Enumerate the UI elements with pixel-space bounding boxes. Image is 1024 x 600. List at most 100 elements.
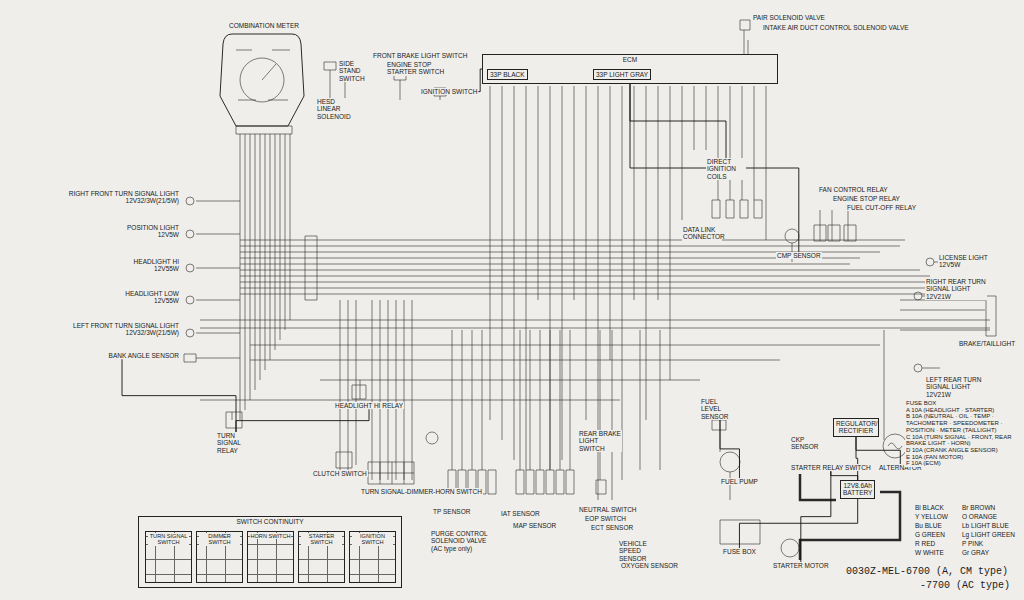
light-label: POSITION LIGHT12V5W	[64, 224, 180, 239]
connector-label: DATA LINK CONNECTOR	[682, 226, 722, 241]
motor-label: STARTER MOTOR	[772, 562, 830, 569]
component-text: 12V5W	[65, 231, 179, 238]
component-text: FAN CONTROL RELAY	[819, 186, 888, 193]
component-text: STARTER MOTOR	[773, 562, 829, 569]
valve-label: PAIR SOLENOID VALVE	[752, 14, 826, 21]
light-label: RIGHT REAR TURN SIGNAL LIGHT12V21W	[925, 278, 987, 300]
wire-connector	[856, 437, 858, 480]
component-text: POSITION LIGHT	[65, 224, 179, 231]
component-text: STARTER SWITCH	[301, 533, 342, 546]
component-text: CMP SENSOR	[777, 252, 821, 259]
component-text: IAT SENSOR	[501, 510, 540, 517]
component-text: HORN SWITCH	[250, 533, 291, 539]
component-text: IGNITION SWITCH	[421, 88, 477, 95]
relay-label: FUEL CUT-OFF RELAY	[846, 204, 917, 211]
fuse-legend: FUSE BOXA 10A (HEADLIGHT · STARTER)B 10A…	[905, 400, 1018, 467]
meter-connector	[236, 126, 317, 300]
component-text: HEADLIGHT HI RELAY	[335, 402, 403, 409]
component-text: HEADLIGHT HI	[65, 258, 179, 265]
switch-label: FRONT BRAKE LIGHT SWITCH	[372, 52, 468, 59]
component-text: BANK ANGLE SENSOR	[65, 352, 179, 359]
switch-label: REAR BRAKE LIGHT SWITCH	[578, 430, 622, 452]
meter-label: COMBINATION METER	[228, 22, 300, 29]
part-number: -7700 (AC type)	[920, 580, 1010, 591]
relay-label: ENGINE STOP RELAY	[832, 195, 901, 202]
component-text: DATA LINK CONNECTOR	[683, 226, 721, 241]
component-text: BATTERY	[843, 489, 872, 496]
color-code: Y YELLOW	[915, 513, 948, 520]
component-text: DIRECT IGNITION COILS	[707, 158, 745, 180]
component-text: DIMMER SWITCH	[199, 533, 240, 546]
sensor-label: IAT SENSOR	[500, 510, 541, 517]
component-text: F 10A (ECM)	[906, 460, 1017, 467]
light-label: RIGHT FRONT TURN SIGNAL LIGHT12V32/3W(21…	[64, 190, 180, 205]
fuse-label: FUSE BOX	[722, 548, 757, 555]
component-text: MAP SENSOR	[513, 522, 556, 529]
component-text: 12V32/3W(21/5W)	[65, 329, 179, 336]
component-text: CLUTCH SWITCH	[313, 470, 367, 477]
component-text: TURN SIGNAL SWITCH	[148, 533, 189, 546]
component-text: RIGHT REAR TURN SIGNAL LIGHT	[926, 278, 986, 293]
light-label: HEADLIGHT HI12V55W	[64, 258, 180, 273]
valve-label: PURGE CONTROL SOLENOID VALVE (AC type on…	[430, 530, 500, 552]
part-number: 0030Z-MEL-6700 (A, CM type)	[846, 566, 1008, 577]
wire-connector	[856, 437, 900, 464]
component-text: C 10A (TURN SIGNAL · FRONT, REAR BRAKE L…	[906, 434, 1017, 447]
wire-connector	[720, 420, 739, 478]
color-code: G GREEN	[915, 531, 945, 538]
color-code: O ORANGE	[962, 513, 997, 520]
component-text: HEADLIGHT LOW	[65, 290, 179, 297]
battery-box: 12V8.6AhBATTERY	[840, 480, 875, 499]
color-code: Bu BLUE	[915, 522, 942, 529]
component-text: HESD LINEAR SOLENOID	[317, 98, 353, 120]
component-text: SWITCH CONTINUITY	[141, 518, 399, 525]
component-text: OXYGEN SENSOR	[621, 562, 678, 569]
color-code: Lg LIGHT GREEN	[962, 531, 1015, 538]
component-text: ENGINE STOP RELAY	[833, 195, 900, 202]
component-text: REAR BRAKE LIGHT SWITCH	[579, 430, 621, 452]
component-text: 33P BLACK	[490, 71, 525, 78]
wire-connector	[122, 359, 236, 432]
switch-label: IGNITION SWITCH	[420, 88, 478, 95]
switch-label: TURN SIGNAL-DIMMER-HORN SWITCH	[360, 488, 483, 495]
switch-label: EOP SWITCH	[584, 515, 627, 522]
component-text: FUEL PUMP	[721, 478, 758, 485]
wire-connector	[801, 471, 831, 562]
switch-label: NEUTRAL SWITCH	[578, 506, 638, 513]
light-label: LEFT FRONT TURN SIGNAL LIGHT12V32/3W(21/…	[64, 322, 180, 337]
color-code: W WHITE	[915, 549, 944, 556]
component-text: STARTER RELAY SWITCH	[791, 464, 871, 471]
component-text: NEUTRAL SWITCH	[579, 506, 637, 513]
component-text: B 10A (NEUTRAL · OIL · TEMP · TACHOMETER…	[906, 413, 1017, 433]
switch-table: DIMMER SWITCH	[196, 531, 243, 583]
valve-label: INTAKE AIR DUCT CONTROL SOLENOID VALVE	[762, 24, 910, 31]
component-text: 12V55W	[65, 297, 179, 304]
harness-wires	[196, 30, 990, 500]
meter-outline	[220, 34, 304, 126]
component-text: E 10A (FAN MOTOR)	[906, 454, 1017, 461]
color-code: P PINK	[962, 540, 983, 547]
wiring-group	[184, 20, 996, 560]
ecm-box: ECM33P BLACK33P LIGHT GRAY	[482, 54, 778, 84]
component-text: 12V8.6Ah	[843, 482, 872, 489]
switch-label: CLUTCH SWITCH	[312, 470, 368, 477]
component-text: ECM	[485, 56, 775, 63]
device-circles	[426, 229, 799, 557]
component-text: ECT SENSOR	[591, 524, 633, 531]
bulb-symbols	[186, 197, 934, 372]
sensor-label: OXYGEN SENSOR	[620, 562, 679, 569]
relay-label: HEADLIGHT HI RELAY	[334, 402, 404, 409]
coil-label: DIRECT IGNITION COILS	[706, 158, 746, 180]
regulator-box: REGULATOR/ RECTIFIER	[833, 418, 879, 437]
light-label: BRAKE/TAILLIGHT	[958, 340, 1016, 347]
component-text: FUEL CUT-OFF RELAY	[847, 204, 916, 211]
component-text: IGNITION SWITCH	[352, 533, 393, 546]
alternator-symbol	[883, 434, 907, 458]
component-text: CKP SENSOR	[791, 436, 819, 451]
component-text: 12V5W	[939, 261, 988, 268]
wire-connector	[630, 84, 726, 158]
component-text: REGULATOR/ RECTIFIER	[836, 420, 876, 435]
component-text: ENGINE STOP STARTER SWITCH	[387, 61, 445, 76]
